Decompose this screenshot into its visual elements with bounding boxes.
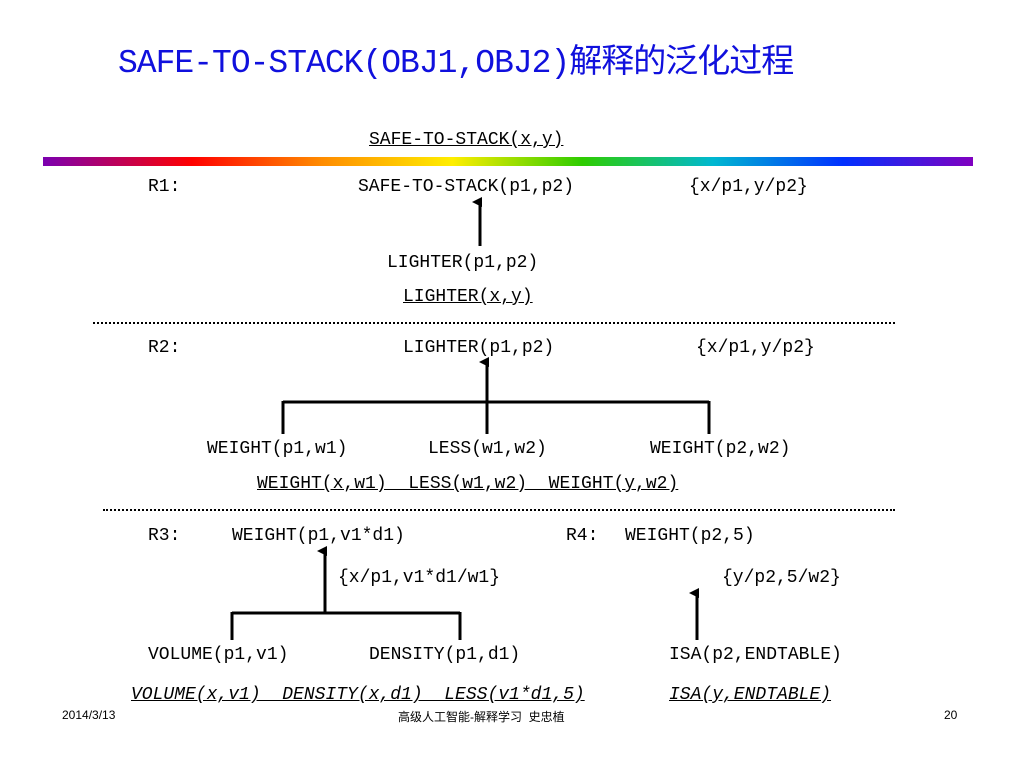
rule-label-r4: R4: [566,526,599,546]
r2-binding: {x/p1,y/p2} [696,338,815,358]
r3-conclusion: WEIGHT(p1,v1*d1) [232,526,405,546]
dotted-divider-2 [103,509,895,511]
dotted-divider-1 [93,322,895,324]
r3-binding: {x/p1,v1*d1/w1} [338,568,501,588]
r2-premise-weight-p1: WEIGHT(p1,w1) [207,439,348,459]
r3-premise-volume: VOLUME(p1,v1) [148,645,289,665]
footer-course-author: 高级人工智能-解释学习 史忠植 [398,710,565,724]
slide-title: SAFE-TO-STACK(OBJ1,OBJ2)解释的泛化过程 [118,45,794,82]
r3-premise-density: DENSITY(p1,d1) [369,645,521,665]
footer-date: 2014/3/13 [62,708,116,722]
footer-page-number: 20 [944,708,958,722]
r1-binding: {x/p1,y/p2} [689,177,808,197]
rule-label-r1: R1: [148,177,181,197]
r2-premise-less: LESS(w1,w2) [428,439,547,459]
generalized-safe-to-stack: SAFE-TO-STACK(x,y) [369,130,564,150]
r2-conclusion: LIGHTER(p1,p2) [403,338,555,358]
rainbow-divider [43,157,973,166]
rule-label-r2: R2: [148,338,181,358]
final-generalized-right: ISA(y,ENDTABLE) [669,685,832,705]
r1-premise: LIGHTER(p1,p2) [387,253,539,273]
r2-premise-weight-p2: WEIGHT(p2,w2) [650,439,791,459]
r4-binding: {y/p2,5/w2} [722,568,841,588]
r1-conclusion: SAFE-TO-STACK(p1,p2) [358,177,575,197]
generalized-weight-less-weight: WEIGHT(x,w1) LESS(w1,w2) WEIGHT(y,w2) [257,474,679,494]
rule-label-r3: R3: [148,526,181,546]
r4-conclusion: WEIGHT(p2,5) [625,526,755,546]
r4-premise-isa: ISA(p2,ENDTABLE) [669,645,842,665]
generalized-lighter: LIGHTER(x,y) [403,287,533,307]
final-generalized-left: VOLUME(x,v1) DENSITY(x,d1) LESS(v1*d1,5) [131,685,585,705]
